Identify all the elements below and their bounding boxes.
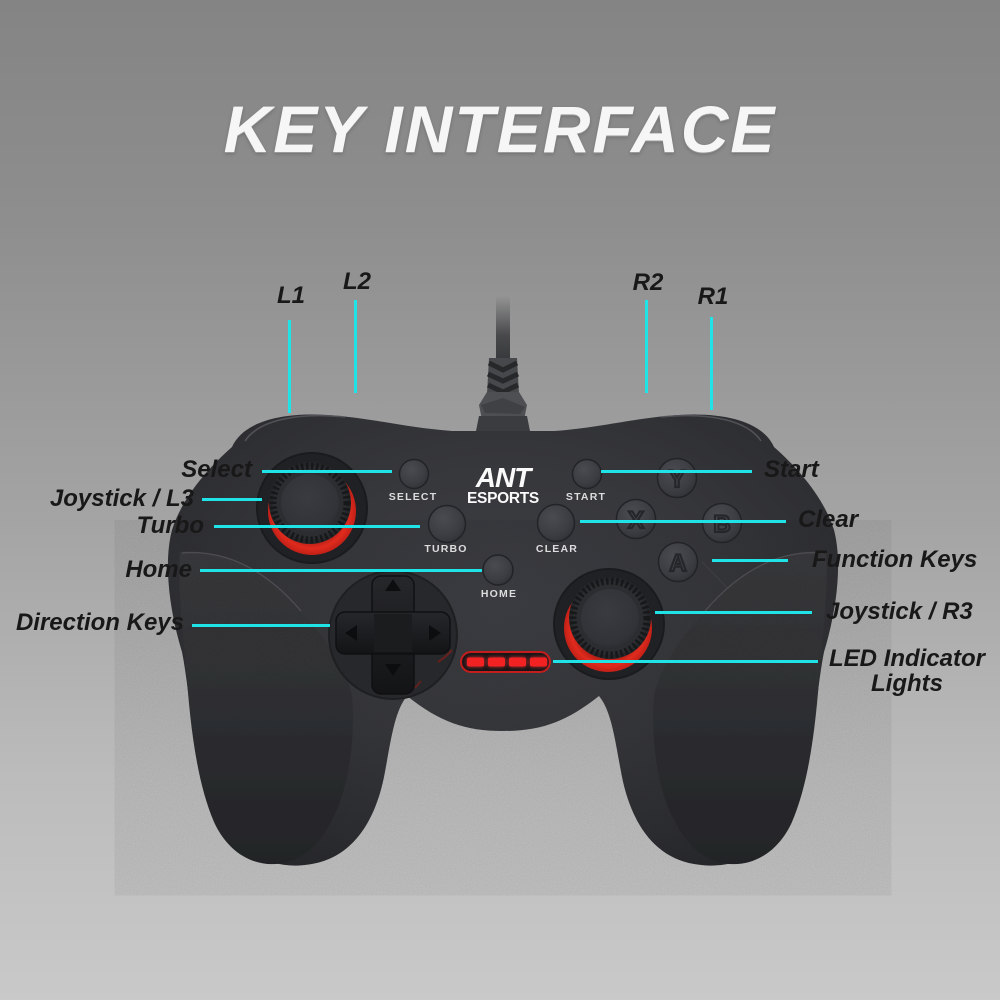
cable (476, 296, 530, 431)
callout-label-select: Select (181, 456, 252, 483)
callout-label-l2: L2 (342, 268, 372, 295)
callout-line-l1 (288, 320, 291, 413)
turbo-button (427, 504, 467, 544)
face-button-b (701, 502, 743, 544)
right-joystick (553, 568, 665, 680)
callout-line-clear (580, 520, 786, 523)
left-grip (179, 551, 353, 865)
callout-line-direction-keys (192, 624, 330, 627)
turbo-button-label: TURBO (424, 543, 467, 555)
callout-label-l1: L1 (276, 282, 306, 309)
callout-label-direction-keys: Direction Keys (15, 609, 184, 636)
brand-logo-esports: ESPORTS (467, 490, 539, 507)
callout-line-joystick-r3 (655, 611, 812, 614)
callout-label-led-indicator-lights: LED Indicator Lights (828, 645, 985, 698)
dpad-left-arrow (345, 625, 357, 641)
home-button-label: HOME (481, 588, 517, 600)
select-button-label: SELECT (389, 491, 438, 503)
callout-line-function-keys (712, 559, 788, 562)
callout-line-home (200, 569, 482, 572)
callout-label-joystick-l3: Joystick / L3 (49, 485, 194, 512)
led-segment (467, 657, 484, 667)
clear-button (536, 503, 576, 543)
select-button (398, 458, 430, 490)
face-button-a (657, 541, 699, 583)
dpad (328, 570, 458, 700)
callout-label-r2: R2 (632, 269, 664, 296)
callout-label-r1: R1 (697, 283, 729, 310)
home-button (482, 554, 514, 586)
callout-line-joystick-l3 (202, 498, 262, 501)
callout-label-joystick-r3: Joystick / R3 (826, 598, 973, 625)
start-button (571, 458, 603, 490)
callout-label-clear: Clear (798, 506, 859, 533)
callout-line-r2 (645, 300, 648, 393)
callout-line-r1 (710, 317, 713, 410)
callout-line-l2 (354, 300, 357, 393)
face-button-a-glyph: A (669, 550, 686, 577)
led-segment (488, 657, 505, 667)
callout-line-start (601, 470, 752, 473)
right-grip (653, 551, 827, 865)
callout-line-turbo (214, 525, 420, 528)
face-button-x (615, 498, 657, 540)
led-segment (509, 657, 526, 667)
page-title: KEY INTERFACE (223, 92, 777, 166)
callout-line-select (262, 470, 392, 473)
led-indicator (460, 651, 551, 673)
dpad-up-arrow (385, 579, 401, 591)
start-button-label: START (566, 491, 606, 503)
brand-logo-ant: ANT (475, 462, 534, 493)
callout-label-turbo: Turbo (136, 512, 204, 539)
callout-label-home: Home (125, 556, 192, 583)
dpad-down-arrow (385, 664, 401, 676)
face-button-y (656, 457, 698, 499)
dpad-right-arrow (429, 625, 441, 641)
callout-label-start: Start (764, 456, 819, 483)
face-button-b-glyph: B (713, 511, 730, 538)
left-joystick (256, 452, 368, 564)
callout-label-function-keys: Function Keys (812, 546, 978, 573)
callout-line-led-indicator (553, 660, 818, 663)
led-segment (530, 657, 547, 667)
clear-button-label: CLEAR (536, 543, 578, 555)
